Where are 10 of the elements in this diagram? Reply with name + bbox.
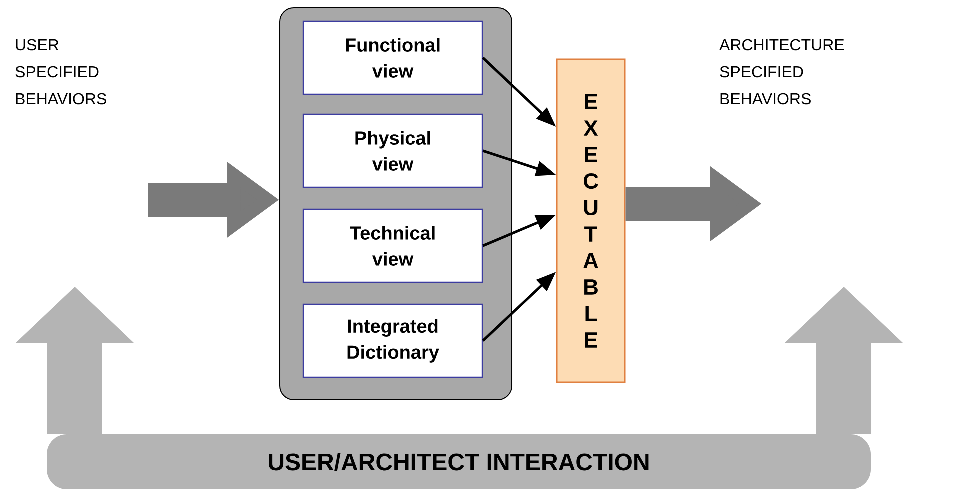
executable-box: EXECUTABLE (556, 58, 626, 384)
view-box: Physical view (302, 114, 484, 188)
label-text: ARCHITECTURE SPECIFIED BEHAVIORS (720, 39, 844, 105)
label-text: USER SPECIFIED BEHAVIORS (16, 39, 106, 105)
view-box: Integrated Dictionary (302, 304, 484, 378)
view-box: Technical view (302, 208, 484, 284)
arrow (16, 287, 134, 434)
view-box: Functional view (302, 20, 484, 96)
arrow (785, 287, 903, 434)
interaction-band: USER/ARCHITECT INTERACTION (47, 434, 871, 490)
